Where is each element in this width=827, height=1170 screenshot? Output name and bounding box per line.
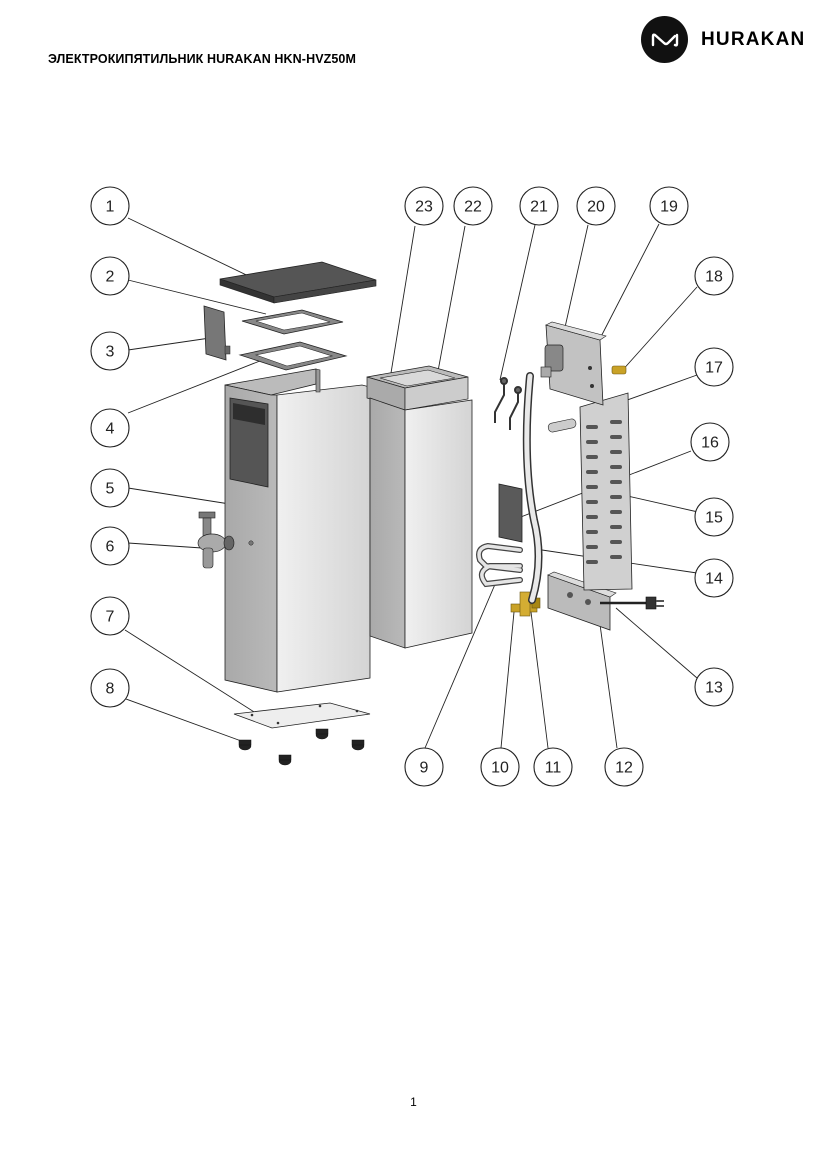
callout-2: 2 bbox=[106, 269, 115, 286]
callout-7: 7 bbox=[106, 609, 115, 626]
part-feet bbox=[238, 728, 365, 766]
part-heating-element bbox=[476, 542, 523, 588]
part-lid bbox=[219, 261, 377, 304]
hurakan-logo-icon bbox=[641, 16, 688, 63]
callout-labels: 1 2 3 4 5 6 7 8 9 10 11 12 13 14 15 16 1… bbox=[106, 199, 723, 777]
part-level-probes bbox=[494, 377, 522, 430]
part-water-hose bbox=[522, 372, 543, 604]
page-number: 1 bbox=[410, 1095, 417, 1109]
part-back-panel bbox=[579, 392, 633, 591]
callout-4: 4 bbox=[106, 421, 115, 438]
part-control-plate bbox=[498, 483, 523, 543]
callout-1: 1 bbox=[106, 199, 115, 216]
part-power-cord bbox=[600, 596, 664, 610]
callout-3: 3 bbox=[106, 344, 115, 361]
part-side-plate-small bbox=[203, 305, 231, 361]
logo-wordmark: HURAKAN bbox=[701, 28, 806, 50]
part-bottom-plate bbox=[233, 702, 371, 729]
callout-17: 17 bbox=[705, 360, 723, 377]
part-tap bbox=[197, 511, 235, 569]
callout-8: 8 bbox=[106, 681, 115, 698]
callout-6: 6 bbox=[106, 539, 115, 556]
callout-10: 10 bbox=[491, 760, 509, 777]
callout-20: 20 bbox=[587, 199, 605, 216]
part-gasket-upper bbox=[241, 309, 344, 335]
callout-23: 23 bbox=[415, 199, 433, 216]
callout-circles bbox=[90, 186, 734, 787]
document-title: ЭЛЕКТРОКИПЯТИЛЬНИК HURAKAN HKN-HVZ50M bbox=[48, 52, 356, 66]
callout-22: 22 bbox=[464, 199, 482, 216]
callout-5: 5 bbox=[106, 481, 115, 498]
callout-21: 21 bbox=[530, 199, 548, 216]
callout-18: 18 bbox=[705, 269, 723, 286]
part-top-bracket bbox=[540, 321, 607, 406]
callout-15: 15 bbox=[705, 510, 723, 527]
part-bottom-bracket bbox=[547, 571, 617, 631]
brand-logo: HURAKAN bbox=[641, 16, 805, 63]
part-housing bbox=[224, 368, 371, 693]
callout-9: 9 bbox=[420, 760, 429, 777]
part-small-fitting bbox=[611, 365, 627, 375]
callout-16: 16 bbox=[701, 435, 719, 452]
part-sensor bbox=[547, 418, 577, 433]
callout-19: 19 bbox=[660, 199, 678, 216]
part-gasket-frame bbox=[238, 341, 348, 371]
callout-14: 14 bbox=[705, 571, 723, 588]
callout-11: 11 bbox=[545, 760, 562, 777]
callout-13: 13 bbox=[705, 680, 723, 697]
callout-12: 12 bbox=[615, 760, 633, 777]
part-inner-tank bbox=[366, 365, 473, 649]
